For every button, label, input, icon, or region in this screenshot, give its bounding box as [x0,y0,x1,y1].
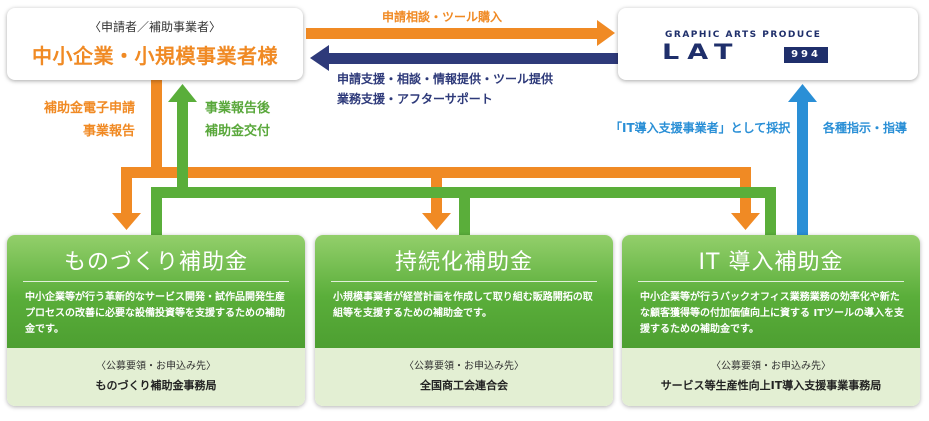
card-contact-name: 全国商工会連合会 [420,379,508,392]
card-header: IT 導入補助金 中小企業等が行うバックオフィス業務業務の効率化や新たな顧客獲得… [622,235,920,348]
apply-arrow-head-2 [422,213,451,230]
support-label-2: 業務支援・アフターサポート [337,92,493,106]
client-name: 中小企業・小規模事業者様 [32,44,278,68]
card-divider [331,281,597,282]
card-title: IT 導入補助金 [698,250,844,275]
card-title: ものづくり補助金 [63,250,248,275]
card-contact: 〈公募要領・お申込み先〉 サービス等生産性向上IT導入支援事業事務局 [622,348,920,406]
apply-arrow-head-1 [112,213,141,230]
card-description: 中小企業等が行うバックオフィス業務業務の効率化や新たな顧客獲得等の付加価値向上に… [640,292,905,335]
card-contact: 〈公募要領・お申込み先〉 ものづくり補助金事務局 [7,348,305,406]
card-contact-name: サービス等生産性向上IT導入支援事業事務局 [660,379,882,392]
apply-label-2: 事業報告 [82,124,135,139]
apply-arrow-link-1 [121,167,162,178]
card-contact-label: 〈公募要領・お申込み先〉 [404,361,524,372]
card-divider [638,281,904,282]
instruction-arrow-shaft [797,100,808,235]
grant-arrow-drop-1 [151,187,162,235]
grant-label-2: 補助金交付 [205,124,271,139]
apply-arrow-trunk [151,80,162,178]
grant-arrow-trunk [177,100,188,198]
card-it-donyu: IT 導入補助金 中小企業等が行うバックオフィス業務業務の効率化や新たな顧客獲得… [622,235,920,406]
card-contact-name: ものづくり補助金事務局 [95,379,217,392]
card-jizokuka: 持続化補助金 小規模事業者が経営計画を作成して取り組む販路開拓の取組等を支援する… [315,235,613,406]
card-contact-label: 〈公募要領・お申込み先〉 [711,361,831,372]
support-arrow-shaft [326,53,618,64]
card-title: 持続化補助金 [394,250,533,275]
card-description: 中小企業等が行う革新的なサービス開発・試作品開発生産プロセスの改善に必要な設備投… [25,292,285,335]
apply-label-1: 補助金電子申請 [43,101,135,116]
grant-arrow-drop-2 [459,187,470,235]
support-label-1: 申請支援・相談・情報提供・ツール提供 [337,72,554,86]
support-arrow-head [310,45,329,71]
apply-arrow-head-3 [731,213,760,230]
apply-arrow-bus [151,167,751,178]
grant-arrow-head [168,84,197,102]
client-box: 〈申請者／補助事業者〉 中小企業・小規模事業者様 [7,8,303,80]
card-header: ものづくり補助金 中小企業等が行う革新的なサービス開発・試作品開発生産プロセスの… [7,235,305,348]
grant-arrow-drop-3 [765,187,776,235]
provider-logo-box: GRAPHIC ARTS PRODUCE LAT 994 [618,8,918,80]
instructions-label: 各種指示・指導 [823,121,908,135]
card-contact: 〈公募要領・お申込み先〉 全国商工会連合会 [315,348,613,406]
card-contact-label: 〈公募要領・お申込み先〉 [96,361,216,372]
grant-label-1: 事業報告後 [205,101,271,116]
logo-tag-text: 994 [784,47,828,63]
request-arrow-head [597,20,615,46]
card-divider [23,281,289,282]
instruction-arrow-head [788,84,817,102]
logo-main-text: LAT [662,40,741,65]
logo-top-text: GRAPHIC ARTS PRODUCE [665,30,822,40]
apply-arrow-drop-1 [121,173,132,215]
request-label: 申請相談・ツール購入 [382,10,503,24]
adopted-label: 「IT導入支援事業者」として採択 [610,121,791,135]
request-arrow-shaft [306,28,600,39]
card-monozukuri: ものづくり補助金 中小企業等が行う革新的なサービス開発・試作品開発生産プロセスの… [7,235,305,406]
card-header: 持続化補助金 小規模事業者が経営計画を作成して取り組む販路開拓の取組等を支援する… [315,235,613,348]
client-subtitle: 〈申請者／補助事業者〉 [88,20,221,34]
card-description: 小規模事業者が経営計画を作成して取り組む販路開拓の取組等を支援するための補助金で… [333,292,593,319]
